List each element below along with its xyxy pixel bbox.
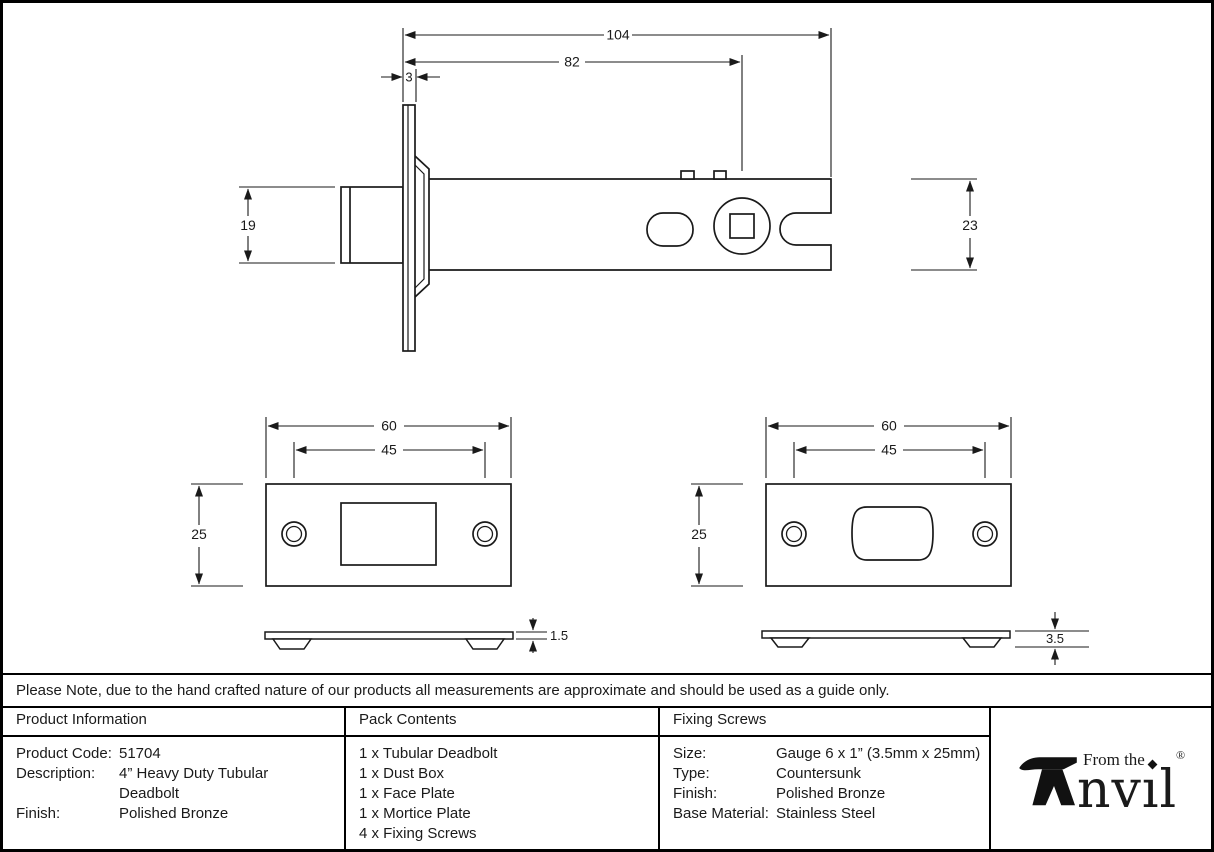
row-value: Countersunk <box>776 765 862 782</box>
dimension-lines <box>195 31 1059 665</box>
row-value: Stainless Steel <box>776 805 876 822</box>
row-label: Size: <box>673 745 707 762</box>
table-row: Type: Countersunk <box>673 764 989 784</box>
row-label: Finish: <box>673 785 718 802</box>
deadbolt-side-view <box>340 104 832 352</box>
dim-morticeplate-width: 60 <box>881 418 897 434</box>
row-label: Description: <box>16 765 96 782</box>
pack-contents-column: Pack Contents 1 x Tubular Deadbolt 1 x D… <box>346 708 660 849</box>
row-label: Base Material: <box>673 805 769 822</box>
info-table: Product Information Product Code: 51704 … <box>3 708 1211 849</box>
case-tab <box>713 170 727 180</box>
dim-morticeplate-screw-centres: 45 <box>881 442 897 458</box>
row-value: Polished Bronze <box>119 805 229 822</box>
dim-body-length: 82 <box>564 54 580 70</box>
list-item: 1 x Mortice Plate <box>359 805 471 822</box>
case-tab <box>680 170 695 180</box>
dim-bolt-height: 19 <box>240 217 256 233</box>
dim-case-height: 23 <box>962 217 978 233</box>
list-item: 1 x Tubular Deadbolt <box>359 745 498 762</box>
table-row: Base Material: Stainless Steel <box>673 804 989 824</box>
fixing-screws-header: Fixing Screws <box>660 708 989 737</box>
pack-contents-header: Pack Contents <box>346 708 658 737</box>
dim-overall-length: 104 <box>606 27 630 43</box>
brand-logo: From the nvıl ® <box>991 708 1211 849</box>
registered-mark: ® <box>1176 748 1186 762</box>
spindle-square-hole <box>729 213 755 239</box>
dim-faceplate-thickness-side: 1.5 <box>550 628 568 643</box>
brand-tagline: From the <box>1083 750 1145 769</box>
bolt-aperture <box>340 502 437 566</box>
fixing-screws-column: Fixing Screws Size: Gauge 6 x 1” (3.5mm … <box>660 708 991 849</box>
dim-faceplate-width: 60 <box>381 418 397 434</box>
mortice-plate-front-view <box>765 483 1012 587</box>
faceplate-edge <box>402 104 416 352</box>
table-row: Finish: Polished Bronze <box>673 784 989 804</box>
info-block: Please Note, due to the hand crafted nat… <box>3 673 1211 849</box>
row-value: Gauge 6 x 1” (3.5mm x 25mm) <box>776 745 981 762</box>
list-item: 4 x Fixing Screws <box>359 825 477 842</box>
brand-logo-cell: From the nvıl ® <box>991 708 1211 849</box>
note-row: Please Note, due to the hand crafted nat… <box>3 675 1211 708</box>
row-value: Polished Bronze <box>776 785 886 802</box>
face-plate-front-view <box>265 483 512 587</box>
dim-morticeplate-thickness-side: 3.5 <box>1046 631 1064 646</box>
table-row: Finish: Polished Bronze <box>16 804 344 824</box>
oval-hole <box>646 212 694 247</box>
face-plate-side-view <box>264 631 514 650</box>
dimension-labels: 104 82 3 19 23 60 45 25 60 45 25 1.5 3.5 <box>191 27 1064 647</box>
product-information-header: Product Information <box>3 708 344 737</box>
mortice-plate-side-view <box>761 630 1011 648</box>
technical-drawing: 104 82 3 19 23 60 45 25 60 45 25 1.5 3.5 <box>191 27 1089 665</box>
dim-faceplate-thickness: 3 <box>405 70 412 85</box>
brand-name: nvıl <box>1077 764 1177 816</box>
dim-faceplate-screw-centres: 45 <box>381 442 397 458</box>
table-row: Size: Gauge 6 x 1” (3.5mm x 25mm) <box>673 744 989 764</box>
anvil-icon <box>1019 757 1077 806</box>
dim-faceplate-height: 25 <box>191 526 207 542</box>
table-row: Product Code: 51704 <box>16 744 344 764</box>
row-label: Finish: <box>16 805 61 822</box>
list-item: 1 x Dust Box <box>359 765 445 782</box>
table-row: Description: 4” Heavy Duty Tubular Deadb… <box>16 764 344 804</box>
product-information-column: Product Information Product Code: 51704 … <box>3 708 346 849</box>
row-value: 4” Heavy Duty Tubular Deadbolt <box>119 765 269 802</box>
note-text: Please Note, due to the hand crafted nat… <box>16 682 890 699</box>
bolt-aperture <box>851 506 934 561</box>
dim-morticeplate-height: 25 <box>691 526 707 542</box>
row-label: Type: <box>673 765 710 782</box>
brand-name-rest: nvıl <box>1077 760 1178 820</box>
row-label: Product Code: <box>16 745 112 762</box>
row-value: 51704 <box>119 745 161 762</box>
extension-lines <box>191 28 1089 648</box>
list-item: 1 x Face Plate <box>359 785 455 802</box>
